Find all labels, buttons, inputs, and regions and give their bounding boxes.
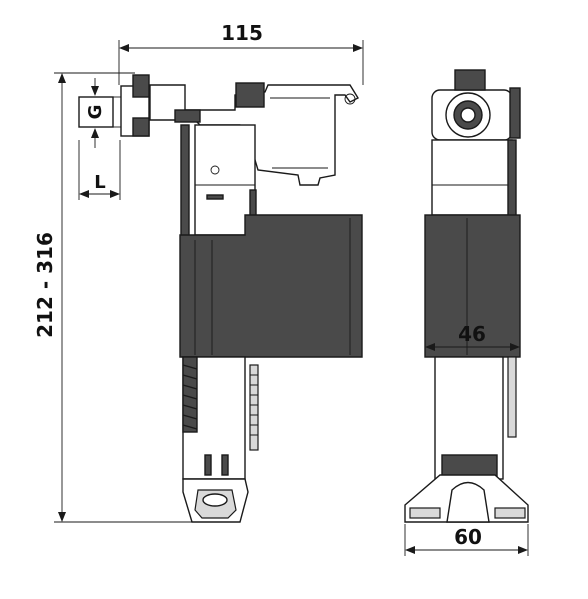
spring-coils	[182, 364, 198, 430]
base-width-label: 60	[454, 525, 482, 549]
dimension-height-range: 212 - 316	[33, 72, 200, 523]
front-view	[78, 74, 363, 523]
height-range-label: 212 - 316	[33, 232, 57, 338]
thread-size-label: G	[85, 105, 106, 120]
dimension-thread: G	[85, 78, 106, 148]
width-overall-label: 115	[221, 21, 263, 45]
dimension-width-overall: 115	[118, 21, 364, 85]
dimension-inlet-length: L	[78, 140, 121, 200]
side-view	[404, 69, 529, 523]
float-width-label: 46	[458, 322, 486, 346]
dimension-float-width: 46	[425, 322, 520, 351]
dimension-base-width: 60	[404, 524, 529, 556]
inlet-length-label: L	[94, 172, 105, 193]
